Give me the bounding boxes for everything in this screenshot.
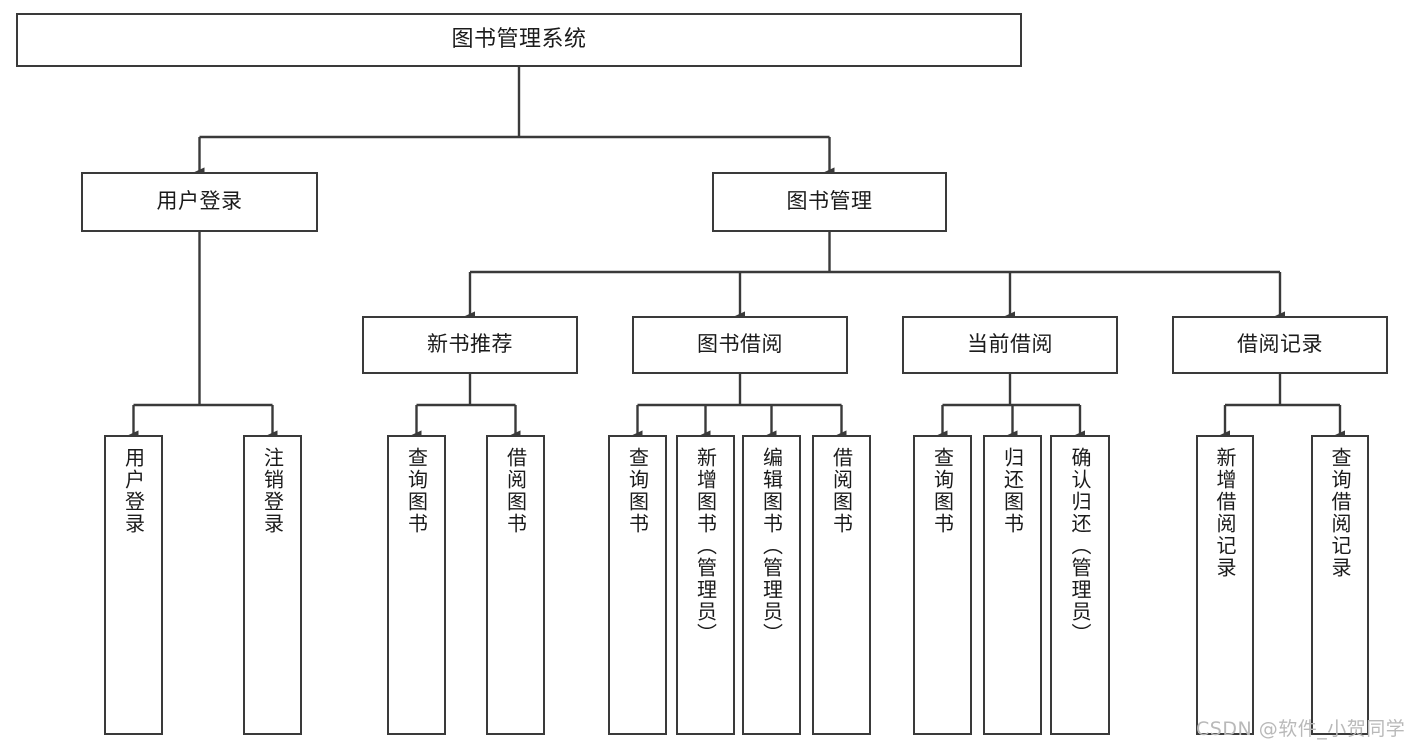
- node-label: 编辑图书（管理员）: [759, 447, 784, 645]
- node-label: 查询图书: [625, 447, 650, 535]
- node-leaf-confirm-return: 确认归还（管理员）: [1050, 435, 1110, 735]
- node-leaf-edit-book: 编辑图书（管理员）: [742, 435, 801, 735]
- node-label: 新增图书（管理员）: [693, 447, 718, 645]
- node-label: 用户登录: [121, 447, 146, 535]
- node-current-borrow: 当前借阅: [902, 316, 1118, 374]
- node-leaf-query-book-1: 查询图书: [387, 435, 446, 735]
- node-leaf-user-login: 用户登录: [104, 435, 163, 735]
- node-root: 图书管理系统: [16, 13, 1022, 67]
- node-label: 图书管理: [786, 189, 873, 214]
- node-new-book-rec: 新书推荐: [362, 316, 578, 374]
- node-label: 用户登录: [156, 189, 243, 214]
- node-label: 确认归还（管理员）: [1068, 447, 1092, 645]
- node-leaf-borrow-book-1: 借阅图书: [486, 435, 545, 735]
- node-leaf-logout: 注销登录: [243, 435, 302, 735]
- connector-edges: [128, 67, 1345, 440]
- node-label: 查询借阅记录: [1328, 447, 1352, 579]
- node-leaf-query-book-2: 查询图书: [608, 435, 667, 735]
- node-label: 查询图书: [404, 447, 429, 535]
- node-book-borrow: 图书借阅: [632, 316, 848, 374]
- node-label: 新增借阅记录: [1213, 447, 1237, 579]
- node-label: 查询图书: [930, 447, 955, 535]
- node-label: 图书管理系统: [451, 26, 587, 52]
- node-leaf-query-record: 查询借阅记录: [1311, 435, 1369, 735]
- node-borrow-record: 借阅记录: [1172, 316, 1388, 374]
- node-leaf-query-book-3: 查询图书: [913, 435, 972, 735]
- node-label: 当前借阅: [967, 332, 1053, 357]
- node-label: 借阅图书: [503, 447, 528, 535]
- node-leaf-borrow-book-2: 借阅图书: [812, 435, 871, 735]
- node-label: 图书借阅: [697, 332, 783, 357]
- node-label: 新书推荐: [427, 332, 513, 357]
- node-leaf-return-book: 归还图书: [983, 435, 1042, 735]
- node-book-manage: 图书管理: [712, 172, 947, 232]
- node-label: 归还图书: [1000, 447, 1025, 535]
- node-leaf-add-record: 新增借阅记录: [1196, 435, 1254, 735]
- node-label: 借阅记录: [1237, 332, 1323, 357]
- node-leaf-add-book: 新增图书（管理员）: [676, 435, 735, 735]
- node-label: 注销登录: [260, 447, 285, 535]
- node-user-login: 用户登录: [81, 172, 318, 232]
- node-label: 借阅图书: [829, 447, 854, 535]
